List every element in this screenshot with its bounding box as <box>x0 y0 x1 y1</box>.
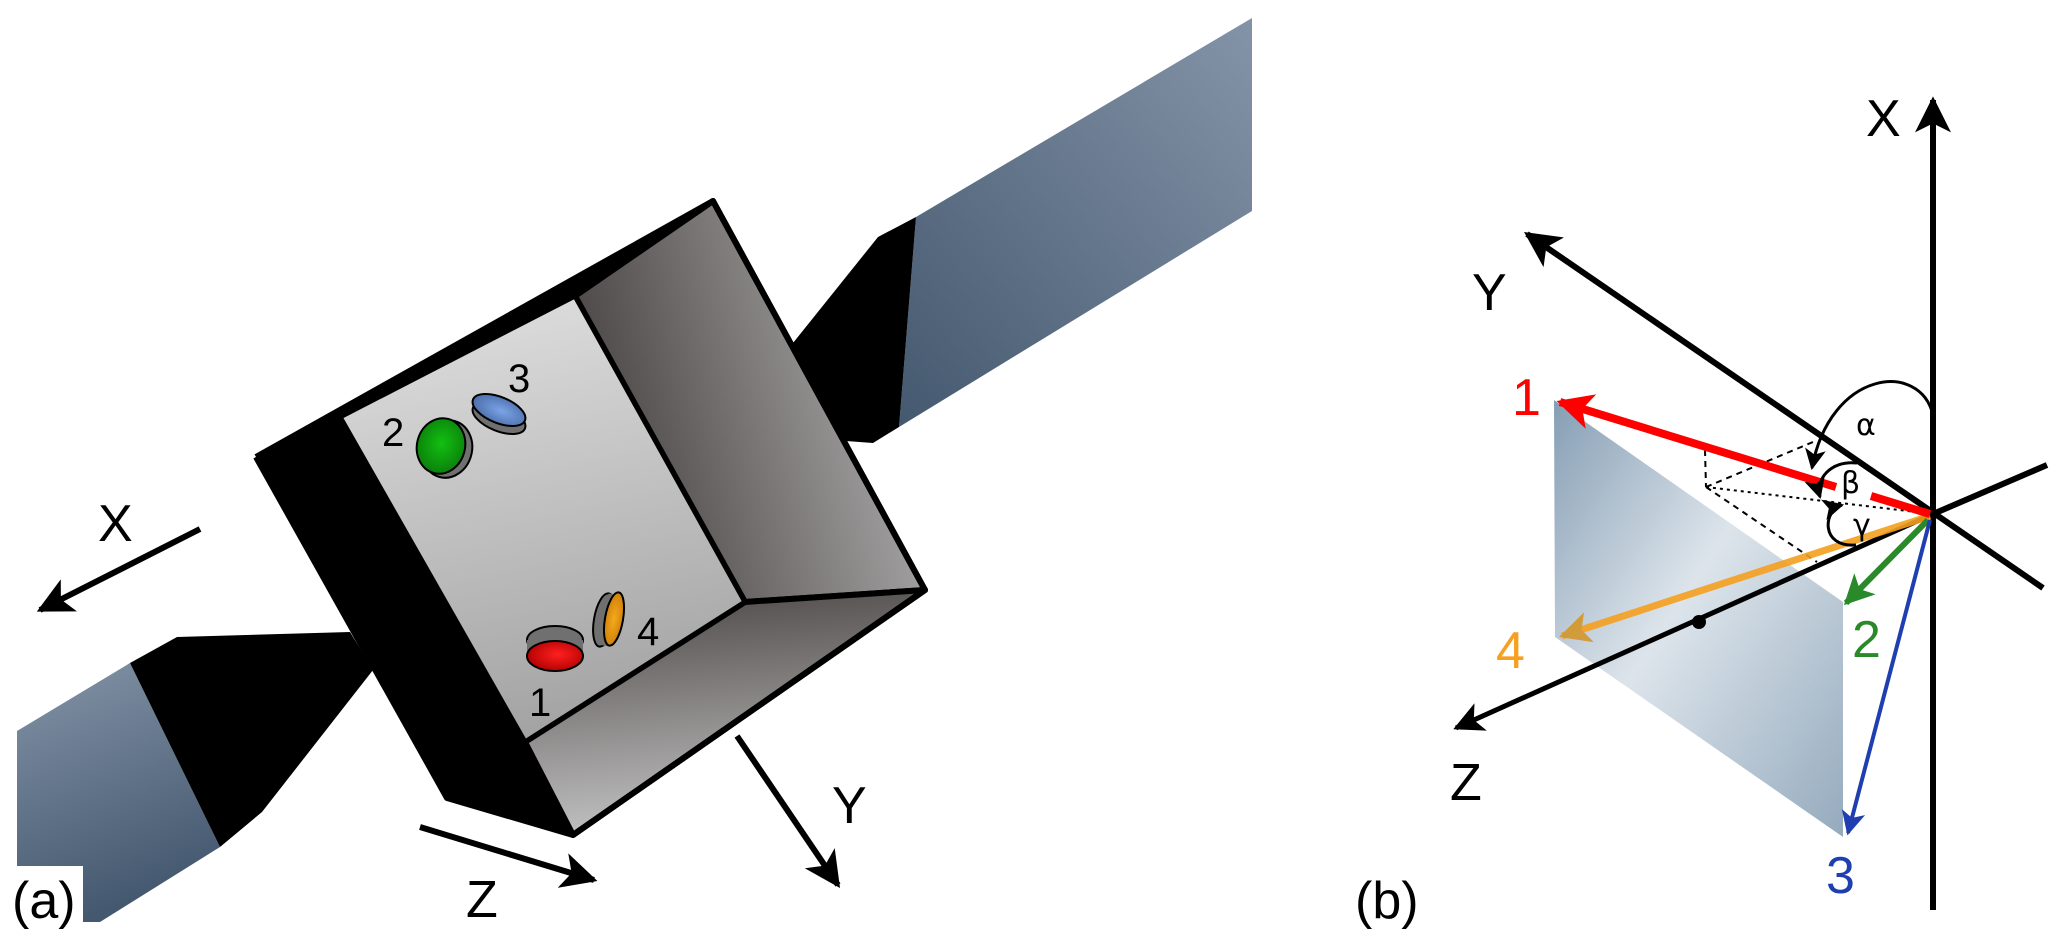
solar-panel-left-connector <box>130 632 373 847</box>
angle-gamma-label: γ <box>1853 508 1871 543</box>
vector-1 <box>1556 394 1838 491</box>
vector-2 <box>1843 517 1931 606</box>
panel-b: X Y Z 4 1 2 3 α β γ (b) <box>1355 90 2049 930</box>
panel-a: 2 3 4 1 X Z Y (a) <box>8 18 1252 930</box>
angle-alpha-label: α <box>1856 408 1876 443</box>
sensor-label-3: 3 <box>508 357 530 401</box>
axis-z-label-b: Z <box>1450 754 1482 812</box>
vector-4 <box>1559 512 1932 643</box>
satellite-body-side-dark <box>256 201 713 835</box>
panel-b-label: (b) <box>1355 872 1419 930</box>
axis-z-point <box>1692 615 1706 629</box>
vector-1-near <box>1869 492 1932 518</box>
vector-label-2: 2 <box>1852 611 1881 669</box>
axis-x-arrow-a <box>36 526 202 613</box>
vector-label-3: 3 <box>1826 847 1855 905</box>
axis-y-arrow-a <box>734 734 841 888</box>
satellite-body-front-face <box>337 293 748 745</box>
axis-z-arrow-a <box>419 824 598 888</box>
sensor-2 <box>415 417 474 479</box>
axis-z-label-a: Z <box>466 871 498 929</box>
panel-a-label-bg <box>8 866 83 926</box>
axis-y-label-b: Y <box>1472 264 1507 322</box>
sensor-label-2: 2 <box>382 411 404 455</box>
sensor-label-4: 4 <box>637 610 659 654</box>
axis-y-b <box>1524 231 2045 591</box>
axis-x-label-b: X <box>1866 90 1901 148</box>
sensor-3 <box>471 393 527 435</box>
panel-a-label: (a) <box>12 872 76 930</box>
sensor-1 <box>526 625 584 672</box>
vector-3 <box>1841 519 1932 836</box>
sensor-4 <box>592 591 626 648</box>
solar-panel-left <box>17 663 220 922</box>
solar-panel-right-connector <box>793 217 916 443</box>
angle-gamma-arc <box>1821 499 1857 547</box>
vector-label-4: 4 <box>1496 622 1525 680</box>
angle-alpha-arc <box>1805 380 1935 471</box>
axis-y-label-a: Y <box>832 777 867 835</box>
angle-beta-arc <box>1804 461 1858 500</box>
axis-x-label-a: X <box>98 495 133 553</box>
sensor-label-1: 1 <box>529 681 551 725</box>
vector-label-1: 1 <box>1512 369 1541 427</box>
angle-beta-label: β <box>1841 466 1860 501</box>
solar-panel-right <box>899 18 1252 427</box>
axis-z-b-ext <box>1931 462 2049 517</box>
satellite-body-outline <box>253 198 928 838</box>
